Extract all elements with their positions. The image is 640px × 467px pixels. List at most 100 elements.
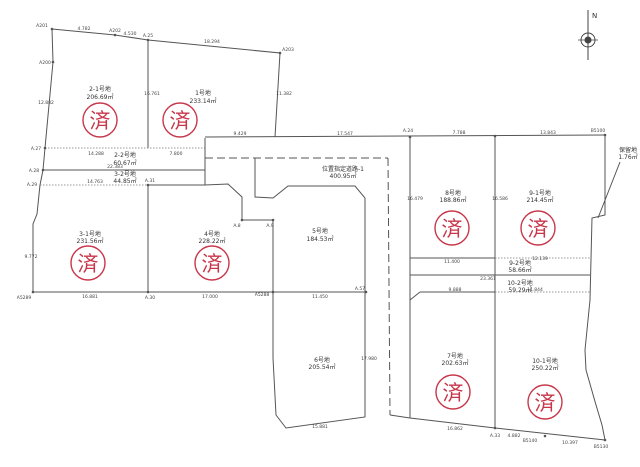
svg-text:8号地: 8号地 — [445, 189, 461, 197]
svg-text:44.85㎡: 44.85㎡ — [113, 177, 136, 185]
dimension: 16.479 — [407, 196, 423, 202]
dimension: 17.547 — [337, 131, 353, 137]
svg-text:3-1号地: 3-1号地 — [79, 230, 101, 238]
point-label: B5140 — [523, 438, 538, 444]
svg-text:2-1号地: 2-1号地 — [89, 85, 111, 93]
svg-text:済: 済 — [202, 252, 223, 276]
point-label: A.9 — [266, 223, 273, 229]
svg-text:N: N — [592, 12, 597, 20]
dimension: 17.000 — [202, 294, 218, 300]
dimension: 11.382 — [276, 91, 292, 97]
dimension: 22.383 — [107, 164, 123, 170]
point-label: A.8 — [233, 223, 240, 229]
point-labels: A201 A202 A.25 A203 A200 A.27 A.28 A.29 … — [17, 23, 609, 450]
svg-text:4号地: 4号地 — [204, 230, 220, 238]
dimension: 18.294 — [204, 39, 220, 45]
dimension: 16.881 — [82, 294, 98, 300]
point-label: A.29 — [27, 182, 37, 188]
svg-text:58.66㎡: 58.66㎡ — [508, 266, 531, 274]
dimension: 11.450 — [312, 294, 328, 300]
dimension: 12.882 — [38, 100, 54, 106]
dimension: 9.888 — [449, 287, 462, 293]
svg-text:202.63㎡: 202.63㎡ — [442, 359, 469, 367]
dimension: 7.800 — [170, 151, 183, 157]
svg-text:済: 済 — [170, 109, 191, 133]
svg-text:214.45㎡: 214.45㎡ — [527, 196, 554, 204]
point-label: A.57 — [355, 286, 365, 292]
sold-stamps: 済 済 済 済 済 済 済 済 — [70, 102, 563, 420]
svg-text:7号地: 7号地 — [447, 352, 463, 360]
svg-text:184.53㎡: 184.53㎡ — [307, 235, 334, 243]
svg-text:233.14㎡: 233.14㎡ — [190, 97, 217, 105]
svg-text:5号地: 5号地 — [312, 227, 328, 235]
svg-text:済: 済 — [90, 109, 111, 133]
sold-stamp-icon: 済 — [434, 210, 470, 246]
dimension: 11.844 — [527, 287, 543, 293]
sold-stamp-icon: 済 — [162, 102, 198, 138]
svg-text:済: 済 — [528, 217, 549, 241]
dimension: 13.843 — [540, 130, 556, 136]
dimension: 4.782 — [78, 26, 91, 32]
svg-text:9-2号地: 9-2号地 — [509, 259, 531, 267]
dimension: 16.586 — [492, 196, 508, 202]
point-label: A.28 — [29, 168, 39, 174]
point-label: A5288 — [255, 292, 270, 298]
svg-text:9-1号地: 9-1号地 — [529, 189, 551, 197]
dimension: 14.763 — [87, 179, 103, 185]
point-label: A203 — [282, 47, 294, 53]
sold-stamp-icon: 済 — [520, 210, 556, 246]
svg-text:6号地: 6号地 — [314, 356, 330, 364]
dimension: 10.397 — [562, 440, 578, 446]
point-label: B5100 — [591, 128, 606, 134]
sold-stamp-icon: 済 — [527, 384, 563, 420]
svg-text:済: 済 — [535, 391, 556, 415]
north-arrow-icon: N — [578, 10, 598, 60]
dimension: 17.980 — [361, 356, 377, 362]
point-label: A.27 — [31, 146, 41, 152]
lot-boundaries — [32, 28, 621, 441]
svg-text:59.29㎡: 59.29㎡ — [508, 286, 531, 294]
dimension: 16.862 — [447, 426, 463, 432]
point-label: A.31 — [145, 178, 155, 184]
svg-text:済: 済 — [443, 381, 464, 405]
svg-text:205.54㎡: 205.54㎡ — [309, 363, 336, 371]
point-label: A201 — [36, 23, 48, 29]
svg-text:10-2号地: 10-2号地 — [507, 279, 533, 287]
dimension: 23.361 — [480, 276, 496, 282]
dimension: 16.761 — [144, 91, 160, 97]
point-label: A.24 — [403, 128, 413, 134]
point-label: A200 — [39, 60, 51, 66]
dimension: 9.772 — [25, 254, 38, 260]
svg-text:済: 済 — [78, 252, 99, 276]
svg-text:60.67㎡: 60.67㎡ — [113, 159, 136, 167]
dimension: 9.429 — [234, 131, 247, 137]
svg-text:2-2号地: 2-2号地 — [114, 151, 136, 159]
svg-text:1号地: 1号地 — [195, 89, 211, 97]
svg-text:250.22㎡: 250.22㎡ — [532, 364, 559, 372]
dimension-labels: 4.782 4.530 18.294 12.882 11.382 16.761 … — [25, 26, 578, 446]
svg-text:206.69㎡: 206.69㎡ — [87, 93, 114, 101]
svg-text:3-2号地: 3-2号地 — [114, 170, 136, 178]
dimension: 7.788 — [453, 130, 466, 136]
svg-text:位置指定道路-1: 位置指定道路-1 — [322, 165, 364, 173]
svg-text:10-1号地: 10-1号地 — [532, 357, 558, 365]
dimension: 15.881 — [312, 424, 328, 430]
svg-text:231.56㎡: 231.56㎡ — [77, 237, 104, 245]
